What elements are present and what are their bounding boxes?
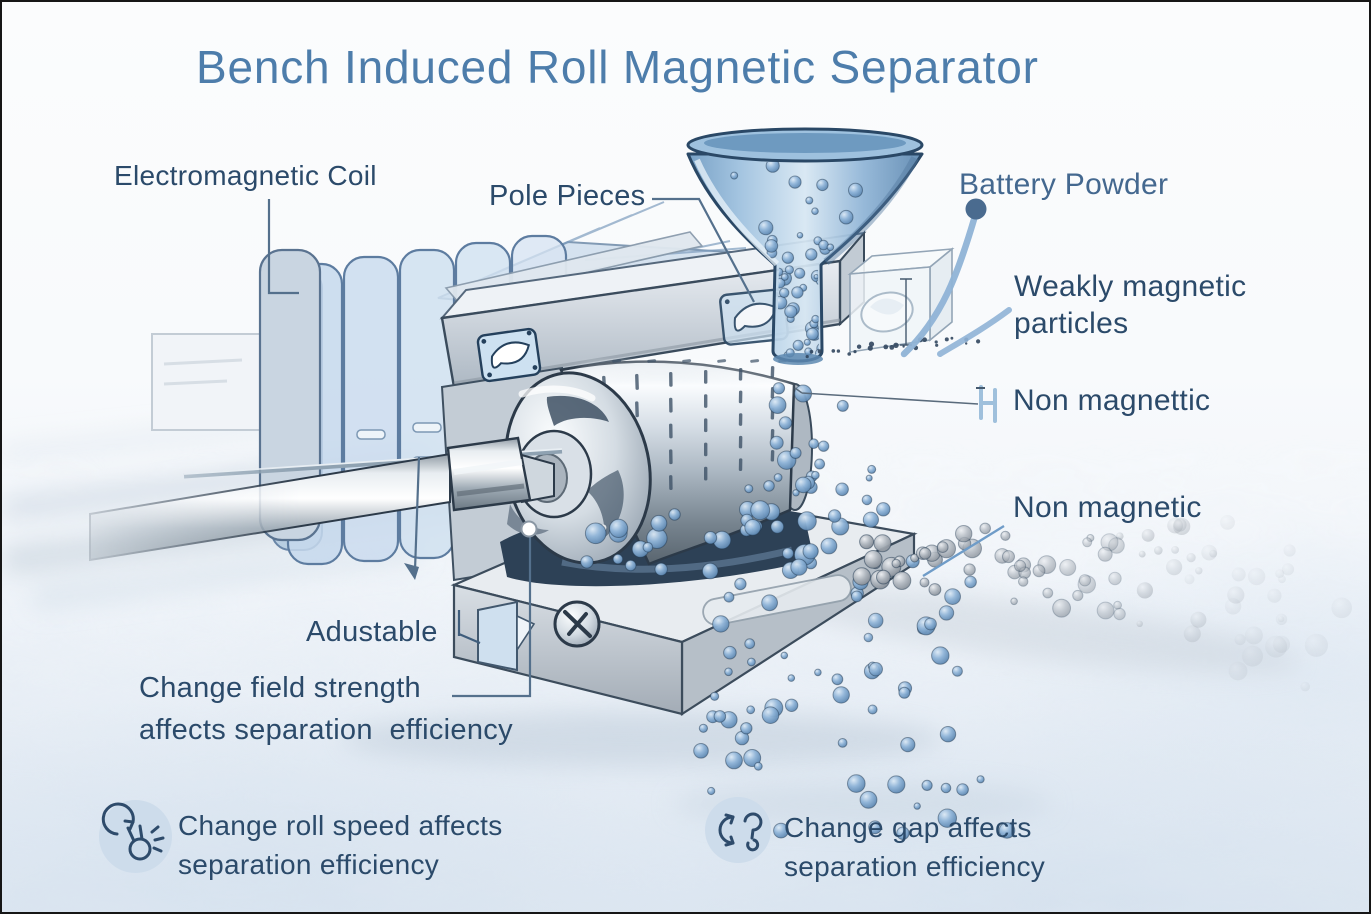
footnote-gap-line2: separation efficiency [784,851,1046,882]
label-pole-pieces: Pole Pieces [489,180,646,212]
arrowhead-down [404,563,419,580]
base-shadow [342,711,942,767]
label-non-magnettic: Non magnettic [1013,384,1211,417]
footnote-gap-line1: Change gap affects [784,812,1032,843]
label-electromagnetic-coil: Electromagnetic Coil [114,160,377,191]
grey-stream-shadow [763,586,1301,674]
label-field-strength-line1: Change field strength [139,672,421,704]
label-weakly-magnetic-line1: Weakly magnetic [1014,270,1247,303]
battery-powder-curve [900,212,979,358]
battery-powder-dot [965,198,987,220]
gap-adjust-icon [705,797,771,863]
label-non-magnetic: Non magnetic [1013,491,1202,524]
label-weakly-magnetic-line2: particles [1014,307,1129,340]
label-field-strength-line2: affects separation efficiency [139,714,513,746]
weakly-magnetic-leader [937,307,1012,357]
gap-reflection [561,546,793,573]
base-screw [553,600,601,648]
background-cabinet [151,333,271,431]
label-battery-powder: Battery Powder [959,168,1169,201]
drive-shaft [89,436,563,562]
rotate-gesture-icon [99,800,172,873]
h-marker [976,385,997,423]
grey-particle-stream [852,515,1352,692]
feed-funnel [686,127,924,365]
non-magnetic-leader [922,524,1005,578]
blue-particles-on-base [580,500,819,580]
page-title: Bench Induced Roll Magnetic Separator [196,41,1039,93]
adjustable-leader [457,610,481,645]
field-strength-leader [452,537,532,698]
label-adjustable: Adustable [306,616,438,648]
adjust-direction-arrow [413,456,421,571]
blue-particle-cascade [693,382,1016,845]
pole-pieces-leader [652,197,755,303]
base-slot [702,574,852,626]
field-strength-point [520,520,538,538]
non-magnettic-leader [794,387,979,405]
footnote-roll-speed-line2: separation efficiency [178,849,440,880]
leader-lines [267,197,1005,698]
pole-piece-clamp-left [476,327,542,383]
electromagnetic-coil-leader [267,199,299,295]
footnote-roll-speed-line1: Change roll speed affects [178,810,503,841]
ghost-frame-box [847,247,955,353]
